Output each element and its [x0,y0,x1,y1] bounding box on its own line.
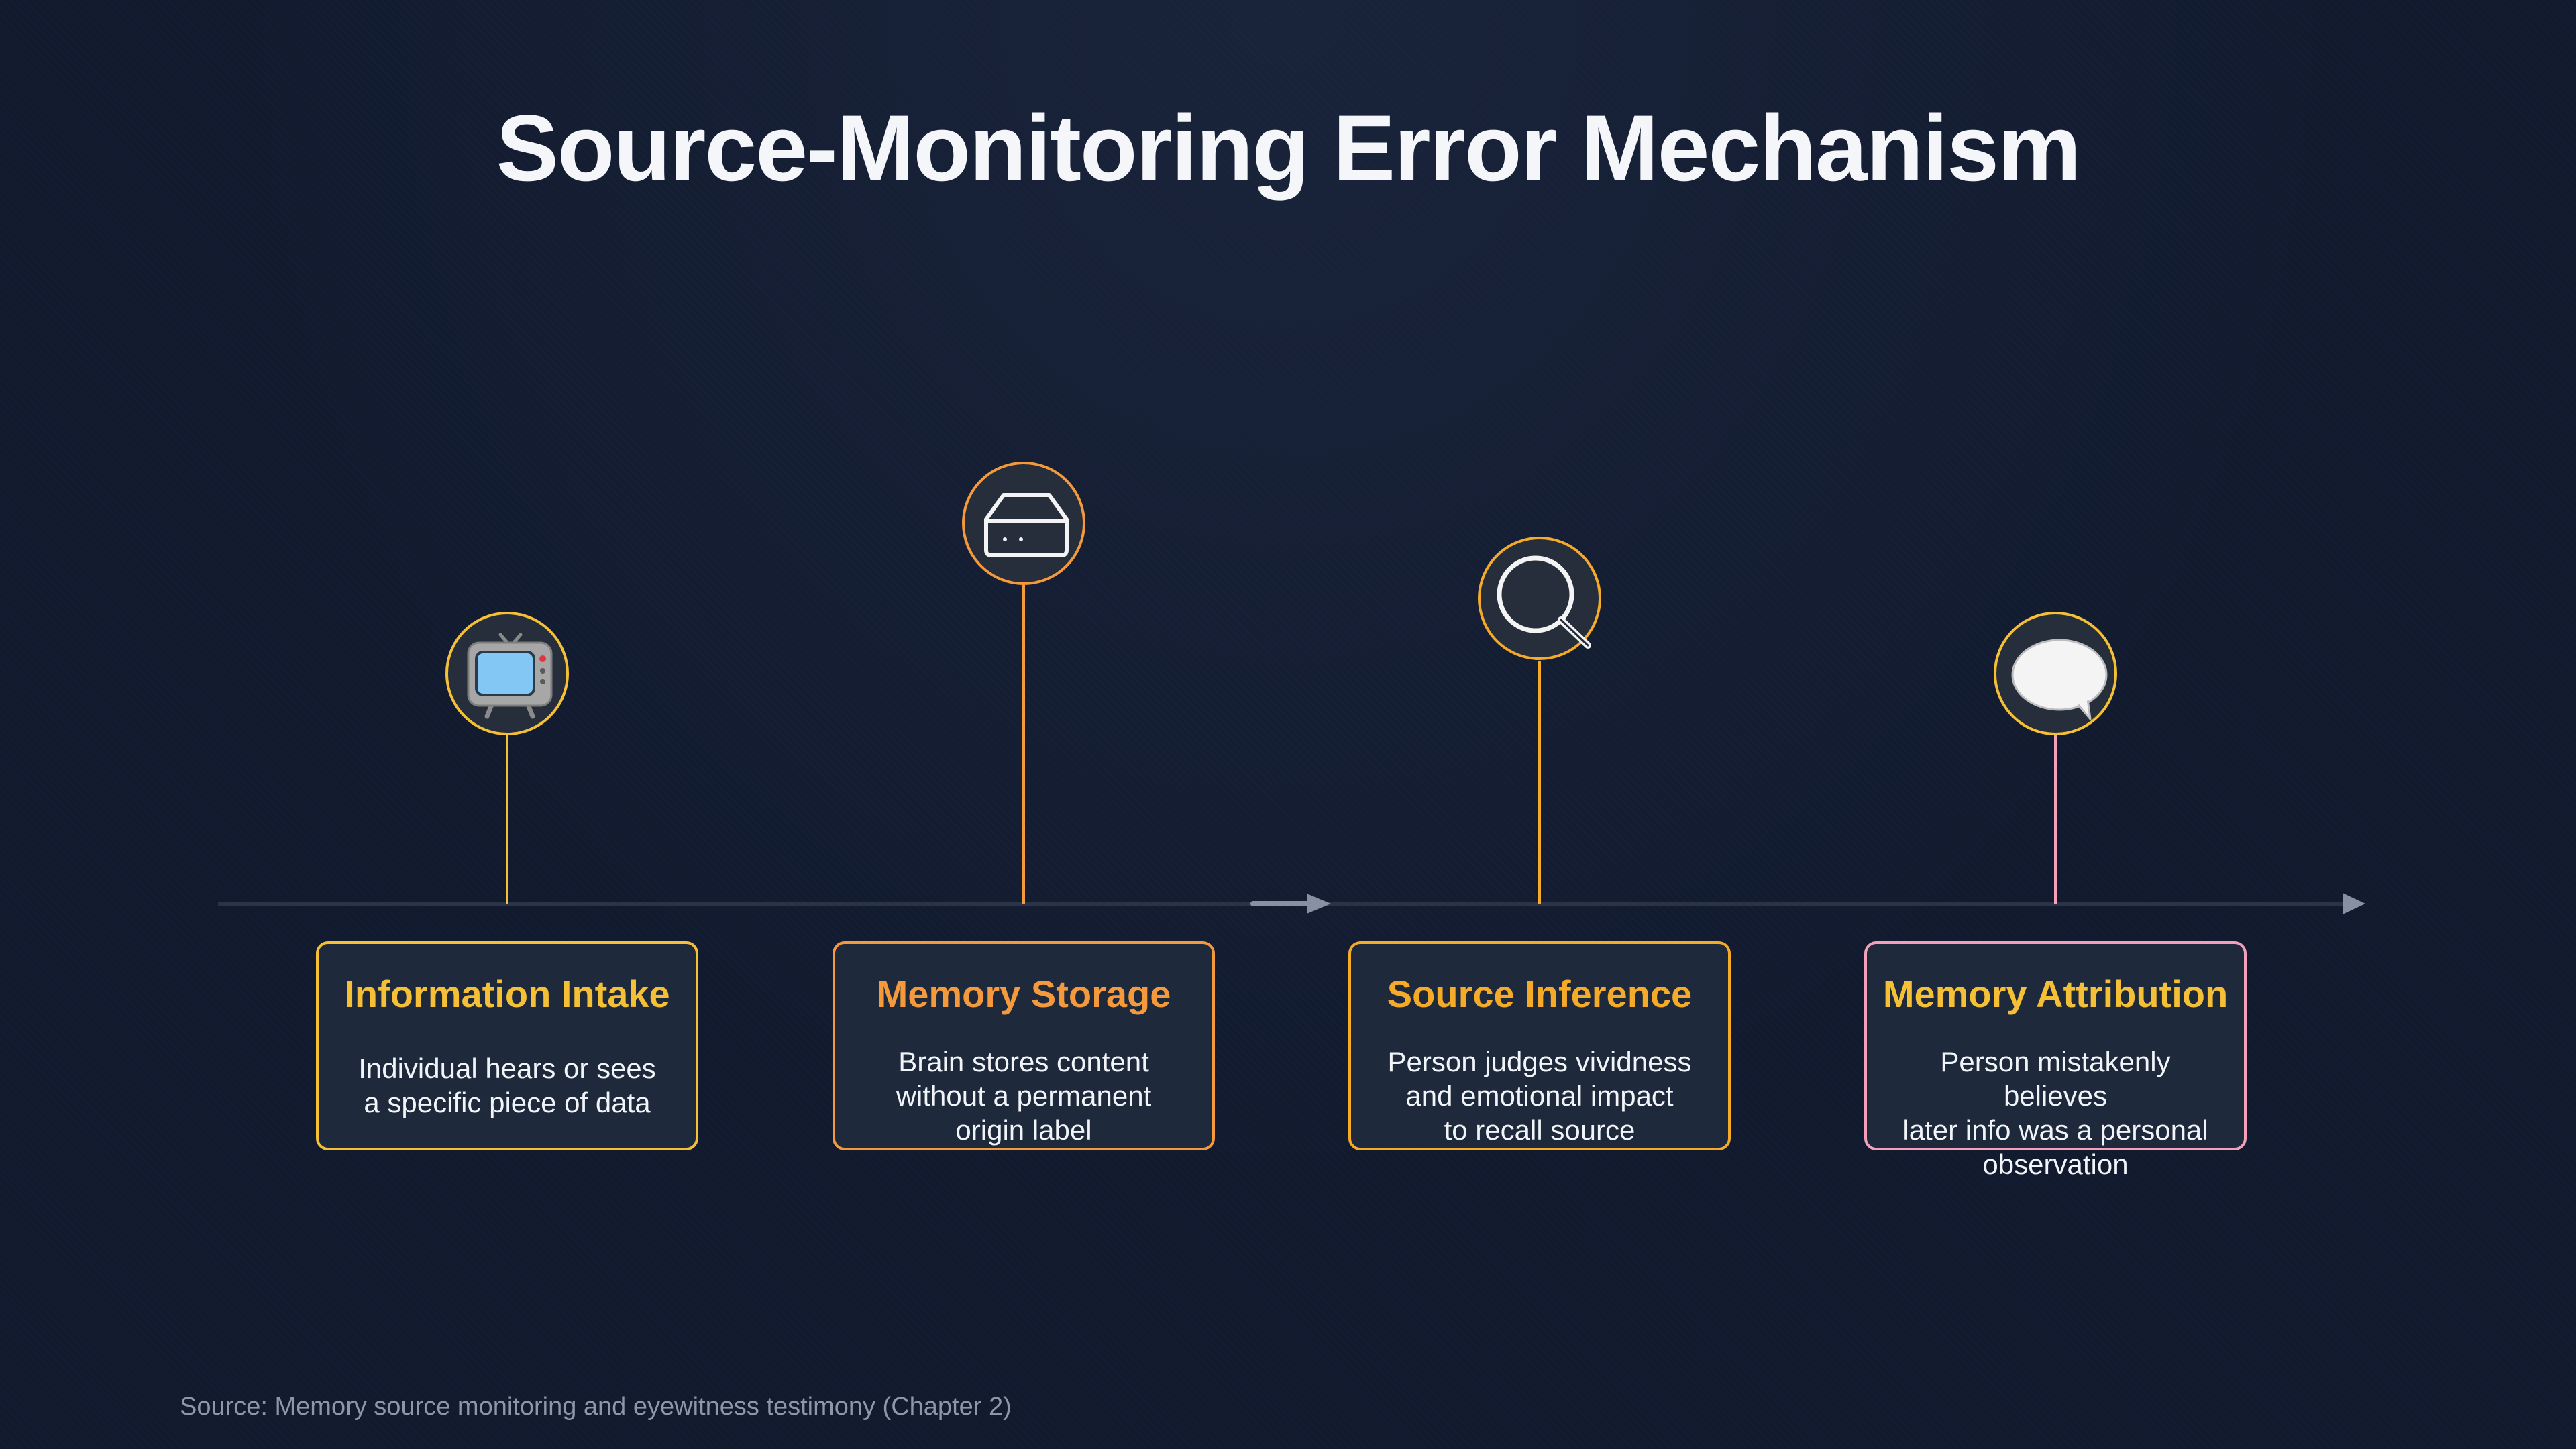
step-3-card: Source Inference Person judges vividness… [1348,941,1731,1150]
step-2-description-line-1: Brain stores content [898,1046,1149,1077]
step-2-card: Memory Storage Brain stores content with… [833,941,1215,1150]
step-3-description-line-3: to recall source [1444,1114,1635,1146]
step-4-description-line-1: Person mistakenly believes [1940,1046,2171,1112]
television-icon [467,633,553,719]
step-1-title: Information Intake [344,973,670,1015]
step-4-description: Person mistakenly believes later info wa… [1894,1044,2217,1181]
step-2-title: Memory Storage [876,973,1171,1015]
step-4-icon-circle [1994,612,2117,735]
diagram-title: Source-Monitoring Error Mechanism [496,95,2082,201]
step-2-description-line-3: origin label [955,1114,1092,1146]
step-4-title: Memory Attribution [1882,973,2229,1015]
step-3-description: Person judges vividness and emotional im… [1378,1044,1701,1147]
step-1-description-line-1: Individual hears or sees [358,1053,656,1084]
step-4-description-line-3: observation [1982,1148,2129,1180]
step-1-icon-circle [445,612,569,735]
timeline-end-arrowhead [2343,893,2365,914]
step-2-icon-circle [962,462,1085,585]
step-2-description-line-2: without a permanent [896,1080,1152,1112]
step-2-description: Brain stores content without a permanent… [862,1044,1185,1147]
step-1-description: Individual hears or sees a specific piec… [345,1051,669,1120]
source-caption: Source: Memory source monitoring and eye… [180,1393,1012,1421]
step-3-description-line-2: and emotional impact [1405,1080,1674,1112]
step-1-description-line-2: a specific piece of data [364,1087,651,1118]
speech-bubble-icon [2011,639,2108,720]
step-4-description-line-2: later info was a personal [1902,1114,2208,1146]
step-3-description-line-1: Person judges vividness [1387,1046,1692,1077]
magnifying-glass-icon [1497,555,1591,649]
step-4-card: Memory Attribution Person mistakenly bel… [1864,941,2247,1180]
flow-arrow-head [1307,894,1331,914]
step-1-card: Information Intake Individual hears or s… [316,941,698,1150]
step-3-icon-circle [1478,537,1601,660]
step-3-title: Source Inference [1387,973,1693,1015]
storage-drive-icon [984,493,1069,557]
